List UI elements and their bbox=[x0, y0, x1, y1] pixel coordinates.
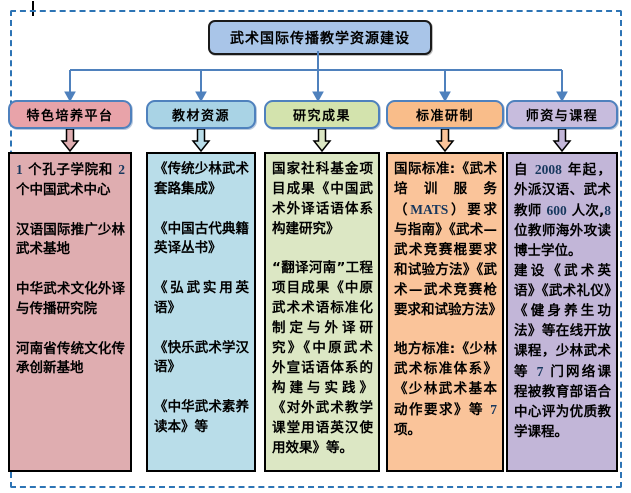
branch-header-faculty-courses: 师资与课程 bbox=[506, 100, 618, 129]
down-block-arrow-icon bbox=[435, 129, 455, 152]
branch-header-standards: 标准研制 bbox=[386, 100, 504, 129]
content-paragraph: 《中华武术素养读本》等 bbox=[154, 399, 249, 435]
branch-content-textbooks: 《传统少林武术套路集成》《中国古代典籍英译丛书》《弘武实用英语》《快乐武术学汉语… bbox=[146, 152, 256, 472]
content-paragraph: 国家社科基金项目成果《中国武术外译话语体系构建研究》 bbox=[272, 161, 373, 237]
content-paragraph: 河南省传统文化传承创新基地 bbox=[16, 340, 125, 377]
content-paragraph: “翻译河南”工程项目成果《中原武术术语标准化制定与外译研究》《中原武术外宣话语体… bbox=[272, 260, 373, 457]
branch-platforms: 特色培养平台 1 个孔子学院和 2 个中国武术中心汉语国际推广少林武术基地中华武… bbox=[8, 100, 132, 472]
branch-header-platforms: 特色培养平台 bbox=[8, 100, 132, 129]
branch-header-textbooks: 教材资源 bbox=[146, 100, 256, 129]
branch-textbooks: 教材资源 《传统少林武术套路集成》《中国古代典籍英译丛书》《弘武实用英语》《快乐… bbox=[146, 100, 256, 472]
down-block-arrow-icon bbox=[552, 129, 572, 152]
content-paragraph: 汉语国际推广少林武术基地 bbox=[16, 221, 125, 258]
branch-content-standards: 国际标准:《武术培训服务（MATS）要求与指南》《武术—武术竞赛棍要求和试验方法… bbox=[386, 152, 504, 472]
content-paragraph: 地方标准:《少林武术标准体系》《少林武术基本动作要求》等 7 项。 bbox=[394, 341, 497, 439]
down-block-arrow-icon bbox=[60, 129, 80, 152]
branch-header-research: 研究成果 bbox=[264, 100, 380, 129]
branch-content-faculty-courses: 自 2008 年起，外派汉语、武术教师 600 人次,8 位教师海外攻读博士学位… bbox=[506, 152, 618, 472]
connector-lines bbox=[64, 51, 568, 103]
down-block-arrow-icon bbox=[191, 129, 211, 152]
content-paragraph: 《传统少林武术套路集成》 bbox=[154, 161, 249, 197]
branch-standards: 标准研制 国际标准:《武术培训服务（MATS）要求与指南》《武术—武术竞赛棍要求… bbox=[386, 100, 504, 472]
content-paragraph: 中华武术文化外译与传播研究院 bbox=[16, 281, 125, 317]
content-paragraph: 建设《武术英语》《武术礼仪》《健身养生功法》等在线开放课程，少林武术等 7 门网… bbox=[514, 262, 612, 440]
branch-faculty-courses: 师资与课程 自 2008 年起，外派汉语、武术教师 600 人次,8 位教师海外… bbox=[506, 100, 618, 472]
root-node: 武术国际传播教学资源建设 bbox=[208, 20, 432, 55]
down-block-arrow-icon bbox=[312, 129, 332, 152]
content-paragraph: 1 个孔子学院和 2 个中国武术中心 bbox=[16, 162, 125, 198]
content-paragraph: 《中国古代典籍英译丛书》 bbox=[154, 220, 249, 257]
branch-content-research: 国家社科基金项目成果《中国武术外译话语体系构建研究》 “翻译河南”工程项目成果《中… bbox=[264, 152, 380, 472]
content-paragraph: 国际标准:《武术培训服务（MATS）要求与指南》《武术—武术竞赛棍要求和试验方法… bbox=[394, 161, 502, 318]
content-paragraph: 自 2008 年起，外派汉语、武术教师 600 人次,8 位教师海外攻读博士学位… bbox=[514, 162, 611, 259]
connector-group bbox=[69, 51, 563, 93]
content-paragraph: 《快乐武术学汉语》 bbox=[154, 339, 249, 376]
branch-content-platforms: 1 个孔子学院和 2 个中国武术中心汉语国际推广少林武术基地中华武术文化外译与传… bbox=[8, 152, 132, 472]
content-paragraph: 《弘武实用英语》 bbox=[154, 280, 249, 316]
branch-research: 研究成果 国家社科基金项目成果《中国武术外译话语体系构建研究》 “翻译河南”工程项… bbox=[264, 100, 380, 472]
corner-tick-mark bbox=[32, 1, 34, 16]
